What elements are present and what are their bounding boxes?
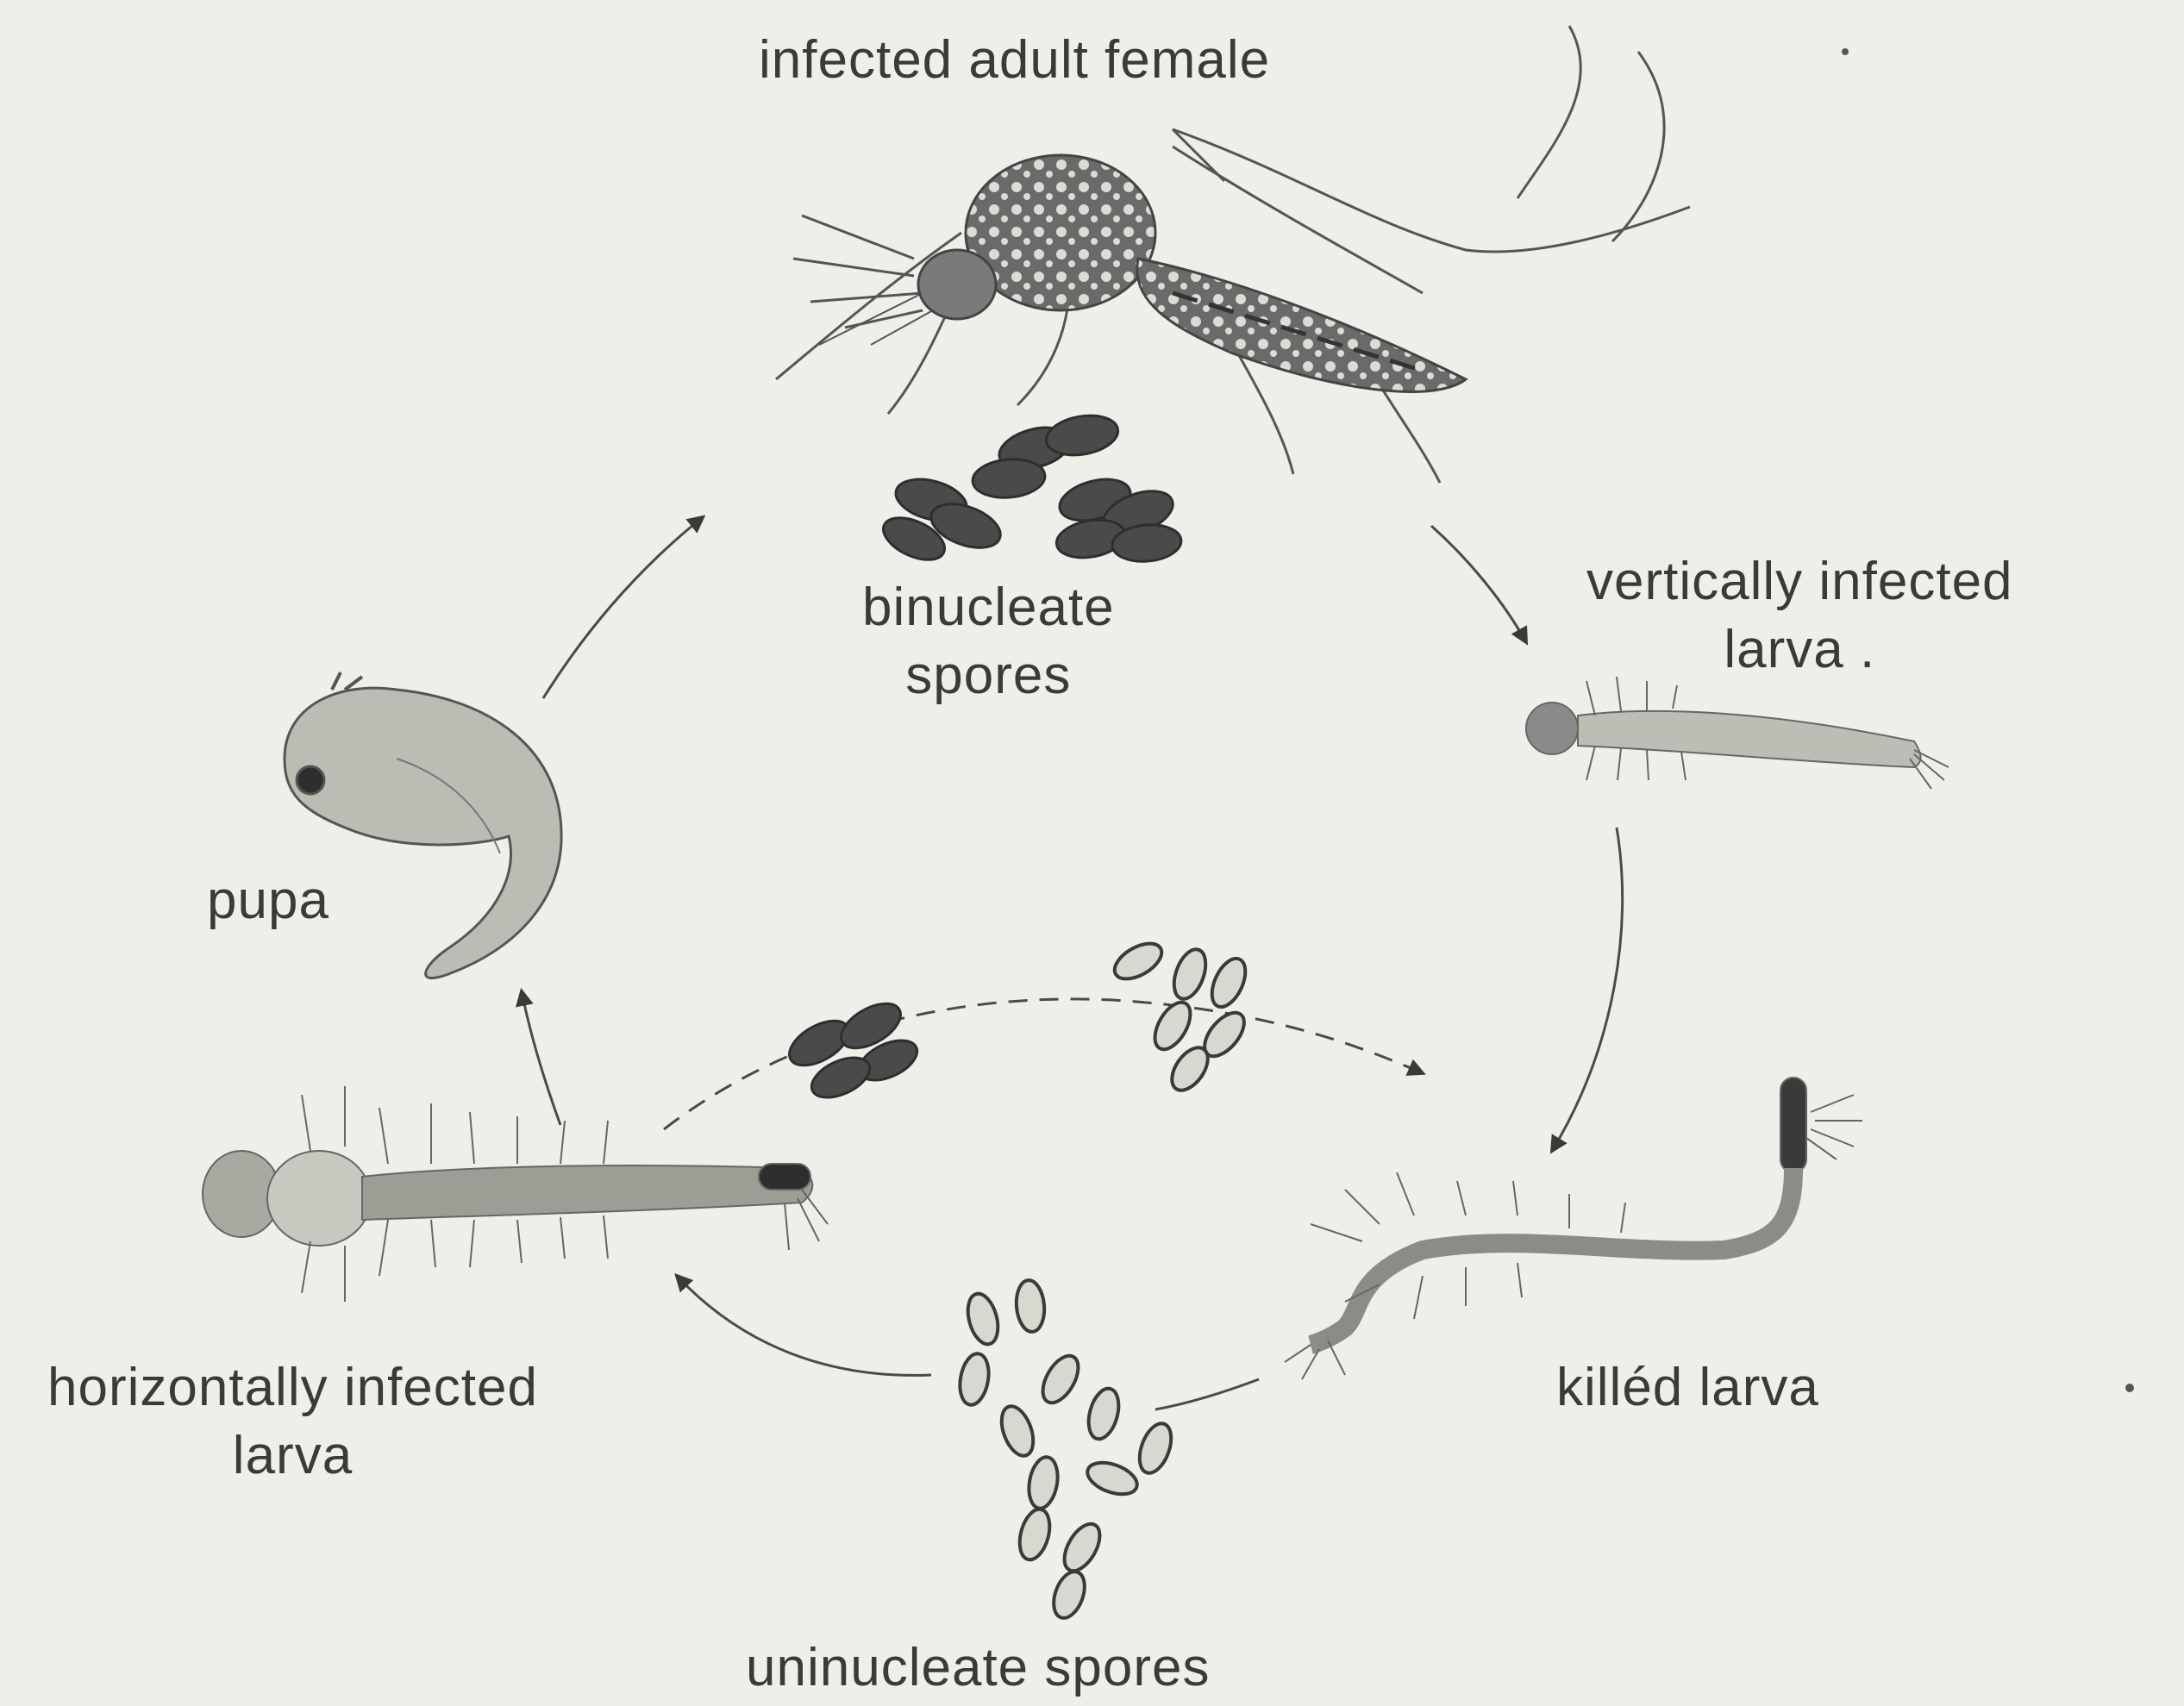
binucleate-spores-cluster xyxy=(877,410,1183,568)
uninucleate-spores-cluster xyxy=(956,1279,1177,1622)
dashed-spore-transfer-arrow xyxy=(664,999,1423,1129)
label-line: horizontally infected xyxy=(47,1353,538,1422)
killed-larva-illustration xyxy=(1285,1078,1862,1379)
transfer-spores-dark xyxy=(782,995,923,1106)
horizontally-infected-larva-illustration xyxy=(203,1086,828,1302)
label-horizontally-infected-larva: horizontally infected larva xyxy=(47,1353,538,1490)
transfer-spores-light xyxy=(1109,936,1252,1097)
label-vertically-infected-larva: vertically infected larva . xyxy=(1586,547,2013,684)
vertically-infected-larva-illustration xyxy=(1526,677,1949,789)
label-pupa: pupa xyxy=(207,866,329,934)
arrow-spores-to-horizontal-larva xyxy=(677,1276,931,1375)
label-line: larva xyxy=(47,1422,538,1490)
label-line: binucleate xyxy=(862,573,1115,641)
arrow-pupa-to-adult xyxy=(543,517,703,698)
line-killed-larva-to-spores xyxy=(1155,1379,1259,1409)
label-killed-larva: killéd larva xyxy=(1556,1353,1819,1422)
label-line: spores xyxy=(862,641,1115,709)
label-uninucleate-spores: uninucleate spores xyxy=(746,1634,1210,1702)
arrow-vertical-to-killed-larva xyxy=(1552,828,1623,1151)
mosquito-illustration xyxy=(776,26,1690,483)
label-infected-adult-female: infected adult female xyxy=(759,26,1270,94)
label-line: vertically infected xyxy=(1586,547,2013,616)
arrow-horizontal-larva-to-pupa xyxy=(522,991,560,1125)
scan-speck xyxy=(2125,1384,2134,1392)
scan-speck xyxy=(1842,48,1849,55)
arrow-adult-to-vertical-larva xyxy=(1431,526,1526,642)
label-line: larva . xyxy=(1586,616,2013,684)
label-binucleate-spores: binucleate spores xyxy=(862,573,1115,710)
